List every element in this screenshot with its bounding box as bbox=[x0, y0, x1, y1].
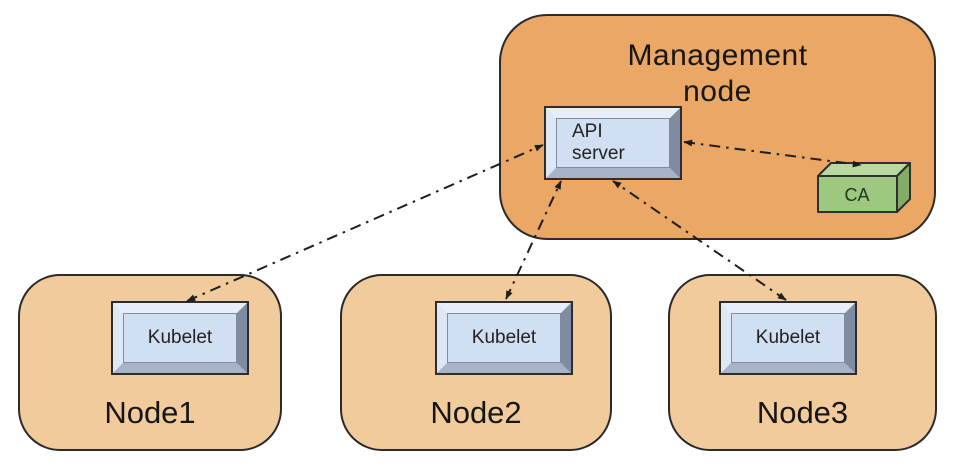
ca-label: CA bbox=[844, 185, 869, 205]
api-server-box: API server bbox=[544, 106, 682, 180]
kubelet-label-node1: Kubelet bbox=[147, 327, 213, 348]
node2-label: Node2 bbox=[430, 395, 522, 430]
kubelet-box-node2: Kubelet bbox=[435, 301, 573, 375]
ca-top-face bbox=[817, 162, 911, 177]
management-node-label: Management node bbox=[627, 39, 808, 108]
kubelet-label-node2: Kubelet bbox=[471, 327, 537, 348]
kubelet-box-node1: Kubelet bbox=[111, 301, 249, 375]
kubelet-box-node3: Kubelet bbox=[719, 301, 857, 375]
node1-label: Node1 bbox=[104, 395, 196, 430]
node3-label: Node3 bbox=[756, 395, 849, 430]
ca-box: CA bbox=[817, 162, 911, 213]
ca-front-face bbox=[817, 175, 898, 213]
api-server-label: API server bbox=[572, 121, 625, 164]
kubelet-label-node3: Kubelet bbox=[755, 327, 821, 348]
